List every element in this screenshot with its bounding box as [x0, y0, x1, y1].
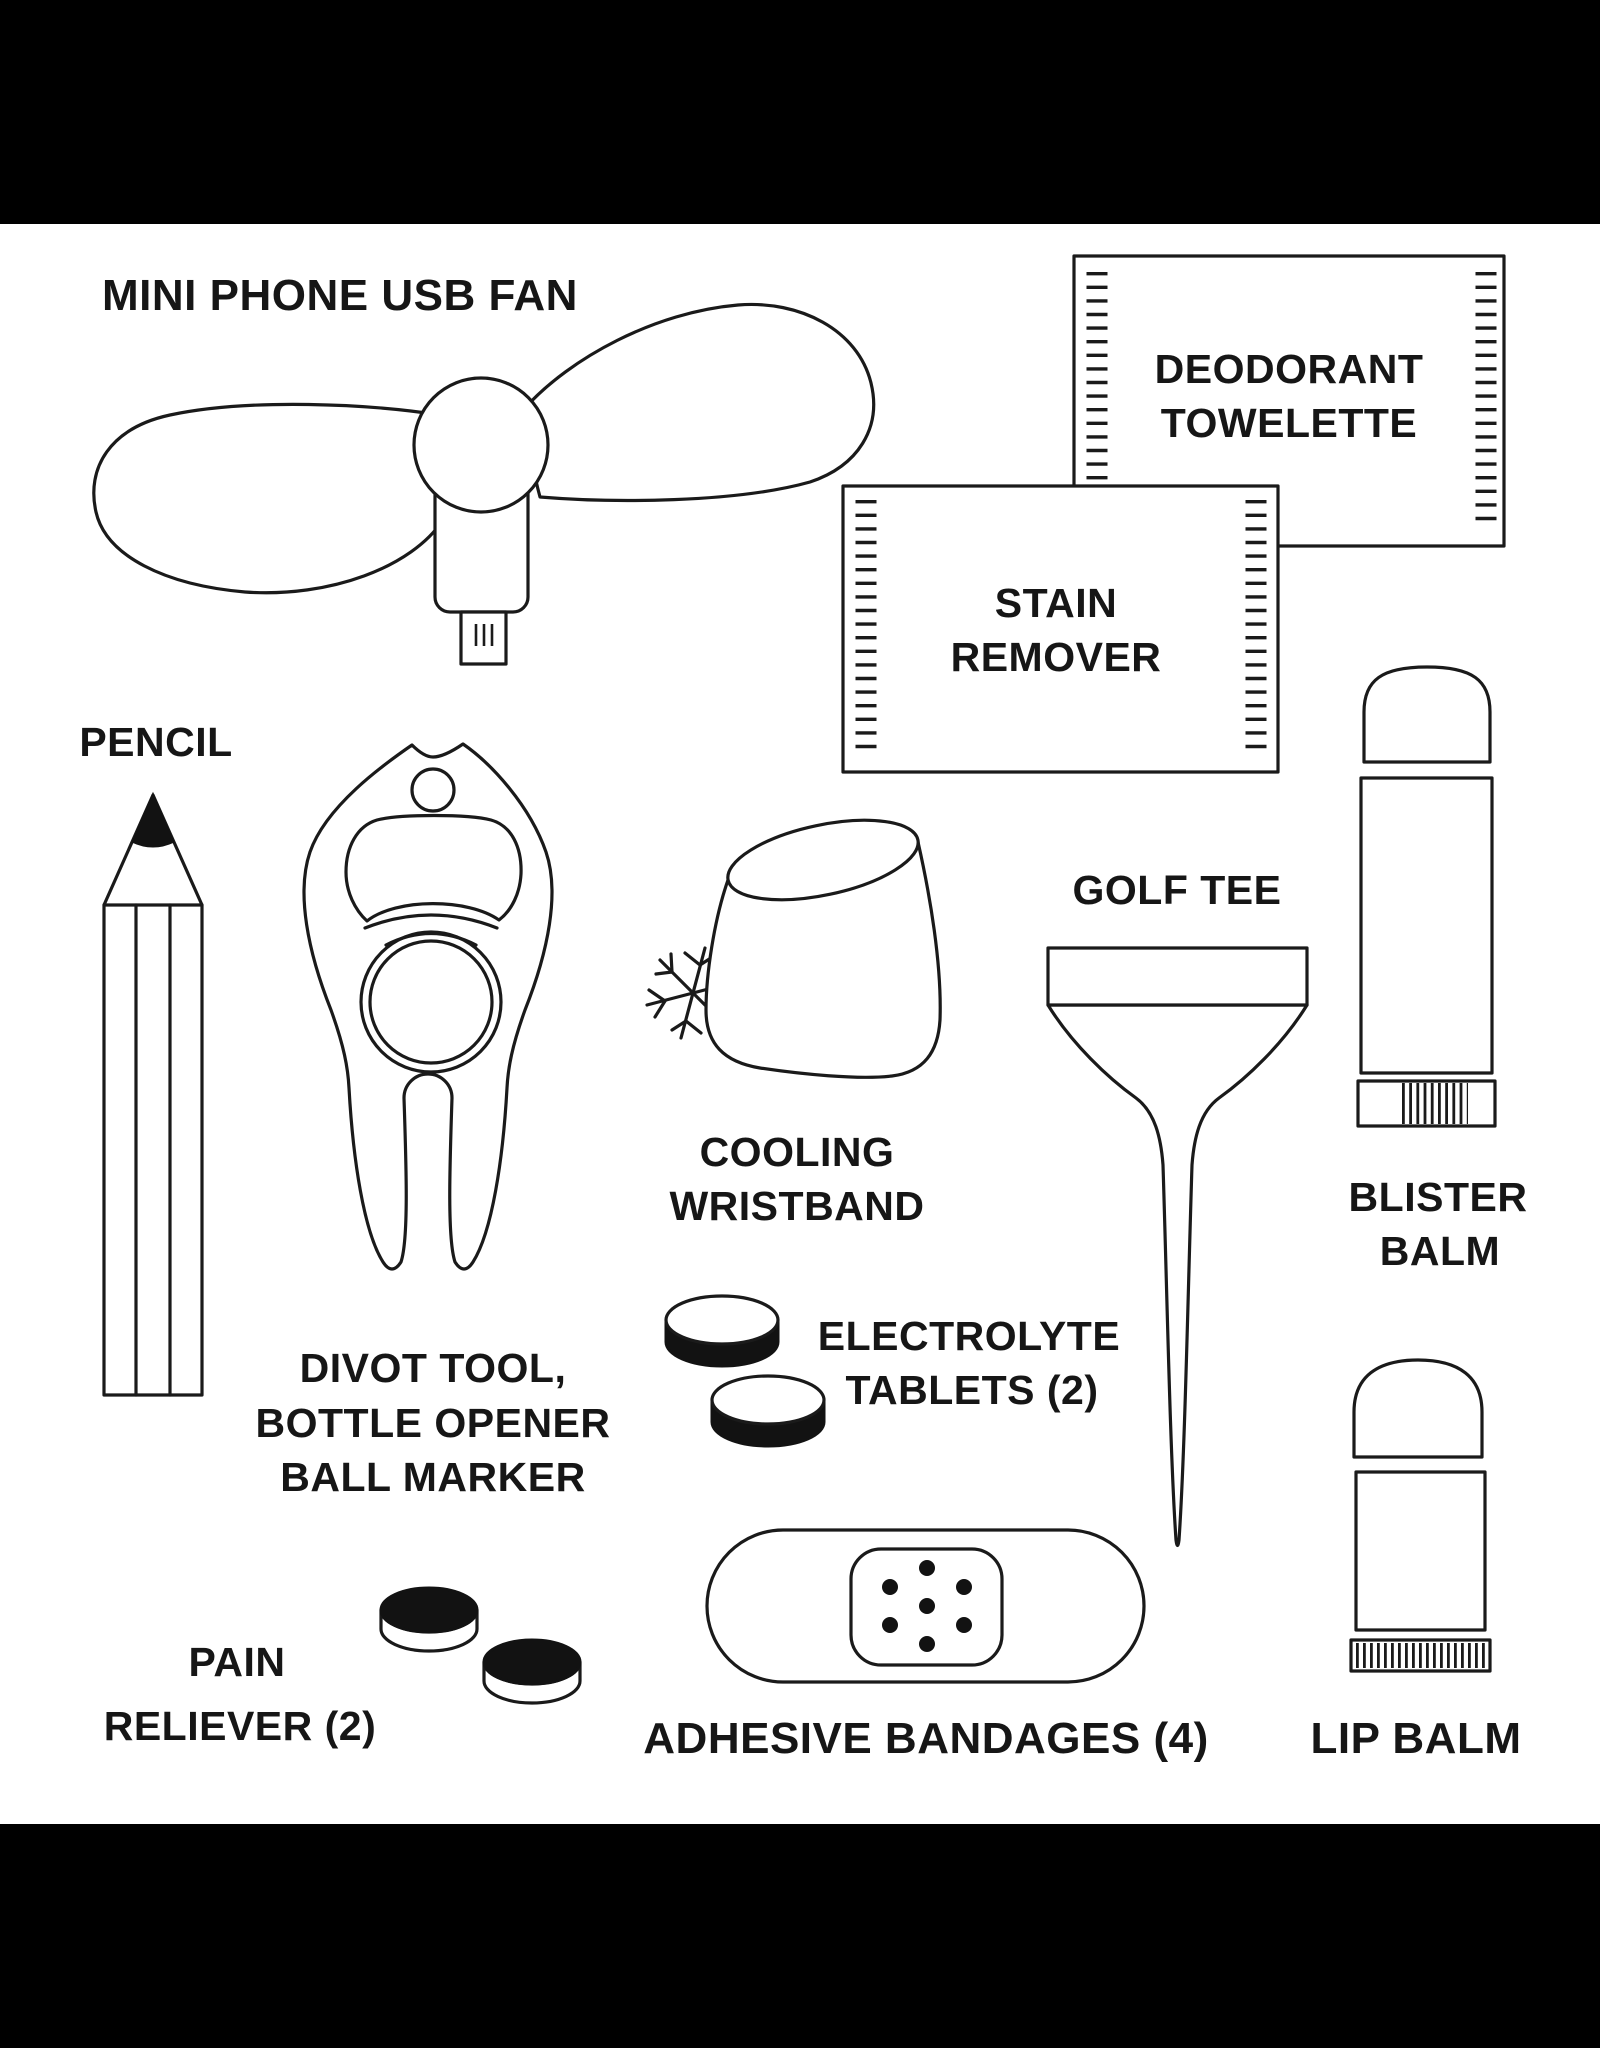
divot-label-line2: BOTTLE OPENER: [255, 1400, 610, 1446]
divot-label-line1: DIVOT TOOL,: [300, 1345, 567, 1391]
pain-label-line2: RELIEVER (2): [104, 1703, 377, 1749]
blister-balm-cap-icon: [1362, 665, 1492, 764]
item-divot-tool: DIVOT TOOL, BOTTLE OPENER BALL MARKER: [255, 742, 610, 1500]
pain-label-line1: PAIN: [189, 1639, 286, 1685]
letterbox-bottom: [0, 1824, 1600, 2048]
divot-label-line3: BALL MARKER: [280, 1454, 585, 1500]
divot-ball-marker-inner-icon: [368, 939, 494, 1065]
electrolyte-label-line1: ELECTROLYTE: [818, 1313, 1120, 1359]
letterbox-top: [0, 0, 1600, 224]
divot-bottle-opener-hole-icon: [344, 813, 523, 923]
pain-pill1-top-icon: [379, 1586, 479, 1634]
electrolyte-tablet1-top-icon: [664, 1294, 780, 1346]
blister-label-line1: BLISTER: [1349, 1174, 1528, 1220]
fan-label: MINI PHONE USB FAN: [102, 271, 578, 320]
lip-balm-cap-icon: [1352, 1358, 1484, 1459]
item-lip-balm: LIP BALM: [1311, 1358, 1522, 1763]
item-cooling-wristband: COOLING WRISTBAND: [645, 818, 942, 1229]
divot-keyring-hole-icon: [410, 767, 456, 813]
divot-opener-lip-arc1-icon: [363, 913, 499, 930]
deodorant-label-line1: DEODORANT: [1155, 346, 1424, 392]
blister-label-line2: BALM: [1380, 1228, 1500, 1274]
deodorant-label-line2: TOWELETTE: [1161, 400, 1418, 446]
golf-tee-shaft-icon: [1046, 1003, 1309, 1548]
fan-left-blade-icon: [92, 402, 446, 595]
item-blister-balm: BLISTER BALM: [1349, 665, 1528, 1274]
wristband-body-icon: [704, 840, 942, 1079]
item-golf-tee: GOLF TEE: [1046, 867, 1309, 1548]
wristband-label-line1: COOLING: [700, 1129, 895, 1175]
item-stain-remover: STAIN REMOVER: [841, 484, 1280, 774]
pencil-body-icon: [102, 793, 204, 1397]
item-electrolyte-tablets: ELECTROLYTE TABLETS (2): [664, 1294, 1120, 1448]
item-pain-reliever: PAIN RELIEVER (2): [104, 1586, 582, 1749]
electrolyte-tablet2-top-icon: [710, 1374, 826, 1426]
item-deodorant-towelette: DEODORANT TOWELETTE: [1072, 254, 1506, 548]
blister-balm-base-icon: [1356, 1079, 1497, 1128]
stain-packet-icon: [841, 484, 1280, 774]
item-adhesive-bandages: ADHESIVE BANDAGES (4): [643, 1528, 1208, 1763]
electrolyte-label-line2: TABLETS (2): [845, 1367, 1098, 1413]
pain-pill2-top-icon: [482, 1638, 582, 1686]
bandage-pad-dots-icon: [882, 1560, 972, 1652]
stain-label-line2: REMOVER: [951, 634, 1162, 680]
lip-balm-label: LIP BALM: [1311, 1714, 1522, 1763]
item-mini-phone-usb-fan: MINI PHONE USB FAN: [92, 271, 876, 666]
lip-balm-body-icon: [1354, 1470, 1487, 1632]
divot-ball-marker-outer-icon: [359, 930, 503, 1074]
stain-label-line1: STAIN: [995, 580, 1117, 626]
wristband-label-line2: WRISTBAND: [669, 1183, 924, 1229]
pencil-tip-icon: [131, 791, 175, 848]
golf-tee-head-icon: [1046, 946, 1309, 1007]
fan-right-blade-icon: [523, 302, 876, 503]
pencil-label: PENCIL: [79, 719, 232, 765]
golf-tee-label: GOLF TEE: [1073, 867, 1282, 913]
fan-hub-icon: [412, 376, 550, 514]
bandage-label: ADHESIVE BANDAGES (4): [643, 1714, 1208, 1763]
wristband-opening-icon: [726, 818, 920, 902]
blister-balm-body-icon: [1359, 776, 1494, 1075]
item-pencil: PENCIL: [79, 719, 232, 1397]
fan-usb-plug-pins-icon: [474, 624, 494, 646]
